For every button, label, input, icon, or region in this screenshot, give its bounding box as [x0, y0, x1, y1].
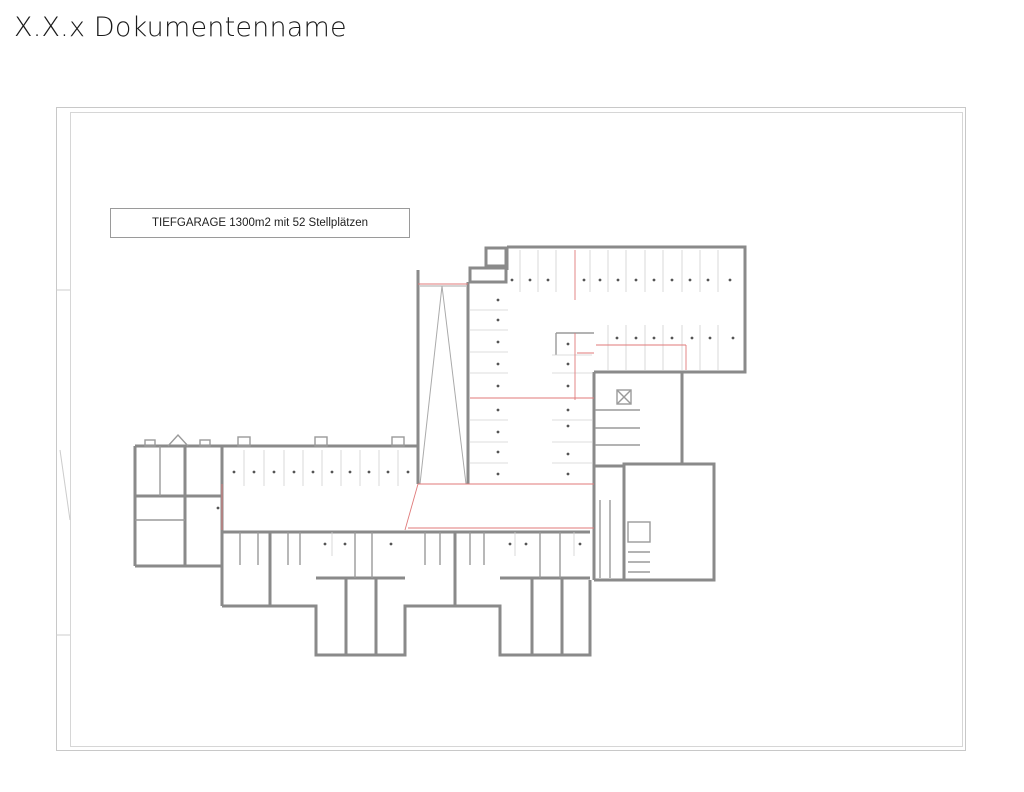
plan-caption-box: TIEFGARAGE 1300m2 mit 52 Stellplätzen	[110, 208, 410, 238]
plan-sheet	[56, 107, 966, 751]
plan-caption-text: TIEFGARAGE 1300m2 mit 52 Stellplätzen	[151, 217, 369, 229]
floor-plan-drawing	[56, 107, 966, 751]
document-title: X.X.x Dokumentenname	[14, 12, 347, 43]
